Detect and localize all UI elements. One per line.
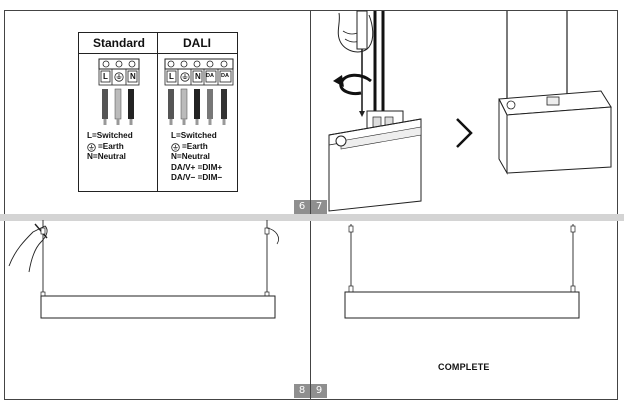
legend-line: DA/V− =DIM− [171,173,223,182]
page-number-9: 9 [311,384,327,398]
rotate-arrow-icon [333,73,372,95]
step-9-illustration [344,224,580,319]
page-number-8: 8 [294,384,310,398]
legend-line: DA/V+ =DIM+ [171,162,223,172]
standard-heading: Standard [93,36,146,50]
legend-line-earth: =Earth [87,142,133,153]
standard-terminal-block [98,58,140,125]
legend-earth-text: =Earth [182,141,208,151]
step-7-illustration [328,10,612,212]
dali-terminal-n: N [195,72,201,81]
earth-symbol-icon [114,72,124,82]
dali-terminal-da-plus: DA [206,73,214,79]
wiring-diagram: Standard DALI L N [78,32,238,192]
legend-line: N=Neutral [87,152,126,161]
dali-terminal-da-minus: DA [221,73,229,79]
earth-symbol-icon [87,142,96,152]
next-chevron-icon [456,118,473,148]
step-8-illustration [8,220,279,319]
legend-line: N=Neutral [171,152,210,161]
horizontal-divider [0,214,624,221]
dali-heading: DALI [183,36,211,50]
standard-terminal-n: N [130,72,136,81]
dali-terminal-block [164,58,234,125]
page-6-panel [4,10,312,216]
earth-symbol-icon [180,72,190,82]
dali-legend: L=Switched =Earth N=Neutral DA/V+ =DIM+ … [171,131,222,184]
page-number-6: 6 [294,200,310,214]
column-separator [157,33,158,191]
legend-line: L=Switched [87,131,133,140]
legend-line-earth: =Earth [171,142,222,153]
header-rule [79,53,237,54]
complete-label: COMPLETE [438,362,490,372]
standard-legend: L=Switched =Earth N=Neutral [87,131,133,163]
legend-earth-text: =Earth [98,141,124,151]
legend-line: L=Switched [171,131,217,140]
dali-terminal-l: L [169,72,174,81]
earth-symbol-icon [171,142,180,152]
page-number-7: 7 [311,200,327,214]
standard-terminal-l: L [103,72,108,81]
